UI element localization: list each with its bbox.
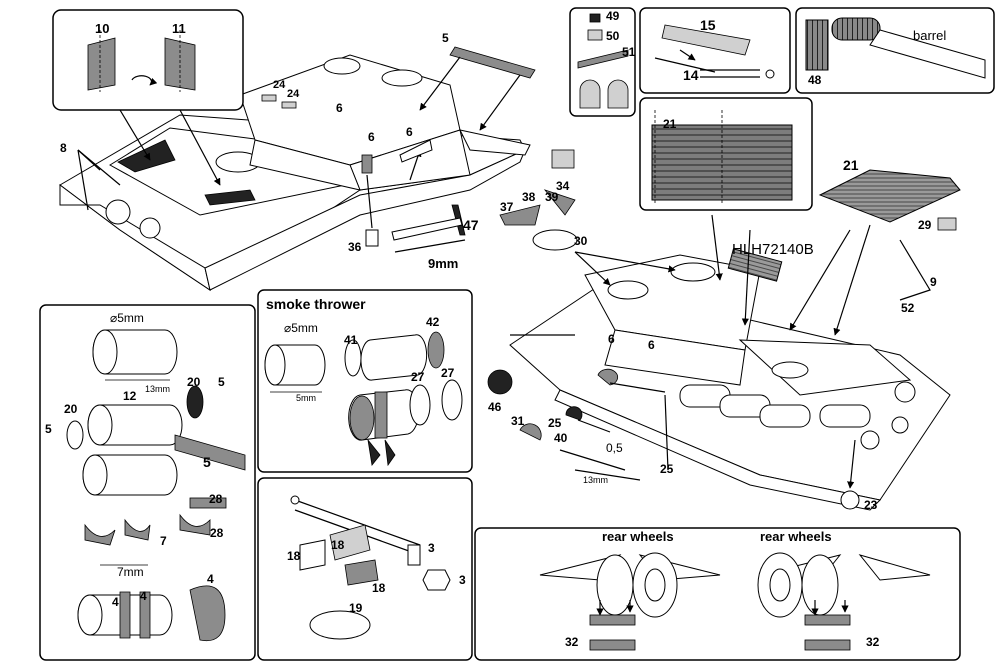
callout-31: 31 [511,414,525,428]
callout-42: 42 [426,315,440,329]
hull-main-right [487,149,957,511]
callout-14: 14 [683,67,699,83]
callout-25b: 25 [660,462,674,476]
callout-3b: 3 [459,573,466,587]
callout-24a: 24 [273,79,286,91]
callout-4c: 4 [207,572,214,586]
callout-52: 52 [901,301,915,315]
callout-12: 12 [123,389,137,403]
callout-4a: 4 [112,595,119,609]
callout-6a: 6 [336,101,343,115]
sheet-code: HLH72140B [732,241,814,258]
dim-7mm: 7mm [117,565,144,579]
barrel-label: barrel [913,28,946,43]
callout-40: 40 [554,431,568,445]
callout-29: 29 [918,218,932,232]
callout-21-top: 21 [663,117,677,131]
hull-top-left [59,46,536,292]
callout-46: 46 [488,400,502,414]
rear-wheels-right-title: rear wheels [760,529,832,544]
callout-47: 47 [463,217,479,233]
callout-3a: 3 [428,541,435,555]
dim-dia5-smoke: ⌀5mm [284,321,318,335]
callout-6b: 6 [368,130,375,144]
callout-48: 48 [808,73,822,87]
detail-panel-tow-bar [257,477,473,661]
callout-5a: 5 [218,375,225,389]
callout-18c: 18 [372,581,386,595]
callout-34: 34 [556,179,570,193]
dim-9mm: 9mm [428,256,458,271]
callout-5-top: 5 [442,31,449,45]
callout-24b: 24 [287,88,300,100]
callout-36: 36 [348,240,362,254]
callout-6e: 6 [648,338,655,352]
callout-27b: 27 [441,366,455,380]
callout-38: 38 [522,190,536,204]
dim-13mm-left: 13mm [145,384,170,394]
callout-11: 11 [172,21,186,36]
callout-50: 50 [606,29,620,43]
callout-32a: 32 [565,635,579,649]
callout-5b: 5 [45,422,52,436]
callout-18b: 18 [331,538,345,552]
dim-5mm-smoke: 5mm [296,393,316,403]
grille-part-21 [818,169,961,223]
detail-panel-barrel [795,7,995,94]
smoke-thrower-title: smoke thrower [266,296,366,312]
callout-20a: 20 [187,375,201,389]
callout-41: 41 [344,333,358,347]
detail-panel-21 [639,97,813,211]
detail-panel-rear-wheels [474,527,961,661]
detail-panel-smoke-thrower [257,289,473,473]
dim-dia5-left: ⌀5mm [110,311,144,325]
detail-panel-49-51 [569,7,636,117]
callout-28a: 28 [209,492,223,506]
callout-51: 51 [622,45,636,59]
callout-9: 9 [930,275,937,289]
callout-25a: 25 [548,416,562,430]
callout-10: 10 [95,21,109,36]
callout-6d: 6 [608,332,615,346]
callout-4b: 4 [140,589,147,603]
rear-wheels-left-title: rear wheels [602,529,674,544]
callout-6c: 6 [406,125,413,139]
callout-30: 30 [574,234,588,248]
callout-21-side: 21 [843,157,859,173]
detail-panel-barrels [39,304,256,661]
callout-20b: 20 [64,402,78,416]
callout-5c: 5 [203,454,211,470]
callout-37: 37 [500,200,514,214]
detail-panel-10-11 [52,9,244,186]
callout-18a: 18 [287,549,301,563]
callout-8: 8 [60,141,67,155]
callout-15: 15 [700,17,716,33]
callout-39: 39 [545,190,559,204]
callout-27a: 27 [411,370,425,384]
callout-19: 19 [349,601,363,615]
dim-13mm-mid: 13mm [583,475,608,485]
dim-0-5: 0,5 [606,441,623,455]
callout-23: 23 [864,498,878,512]
callout-7: 7 [160,534,167,548]
callout-28b: 28 [210,526,224,540]
callout-49: 49 [606,9,620,23]
callout-32b: 32 [866,635,880,649]
detail-panel-14-15 [639,7,791,94]
